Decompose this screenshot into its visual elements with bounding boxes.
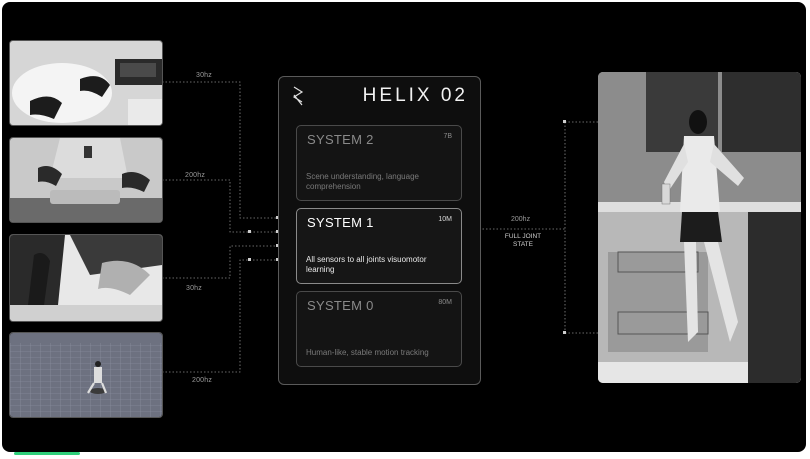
wire-input-1	[162, 81, 278, 219]
panel-title: HELIX 02	[362, 85, 468, 106]
robot-kitchen-image	[598, 72, 801, 383]
input-simulation-grid	[9, 332, 163, 418]
input-camera-grasp	[9, 234, 163, 322]
input-4-rate: 200hz	[192, 377, 213, 384]
system-2-description: Scene understanding, language comprehens…	[306, 172, 419, 191]
wire-input-3	[162, 245, 278, 279]
system-1-name: SYSTEM 1	[307, 215, 374, 230]
helix-panel: HELIX 02 SYSTEM 2 7B Scene understanding…	[278, 76, 481, 385]
input-3-rate: 30hz	[186, 285, 202, 292]
wire-input-2	[162, 179, 278, 233]
system-1-size: 10M	[438, 216, 452, 223]
system-1-card: SYSTEM 1 10M All sensors to all joints v…	[296, 208, 462, 284]
system-0-description: Human-like, stable motion tracking	[306, 348, 429, 357]
system-0-card: SYSTEM 0 80M Human-like, stable motion t…	[296, 291, 462, 367]
progress-accent-bar	[14, 452, 80, 455]
system-0-name: SYSTEM 0	[307, 298, 374, 313]
input-2-rate: 200hz	[185, 172, 206, 179]
input-camera-kitchen	[9, 40, 163, 126]
output-label: FULL JOINT STATE	[504, 233, 542, 248]
wire-input-4	[162, 259, 278, 373]
input-camera-workbench	[9, 137, 163, 223]
system-2-size: 7B	[443, 133, 452, 140]
system-0-size: 80M	[438, 299, 452, 306]
helix-logo-icon	[292, 86, 304, 106]
system-2-card: SYSTEM 2 7B Scene understanding, languag…	[296, 125, 462, 201]
output-rate: 200hz	[511, 216, 531, 223]
system-2-name: SYSTEM 2	[307, 132, 374, 147]
system-1-description: All sensors to all joints visuomotor lea…	[306, 255, 427, 274]
input-1-rate: 30hz	[196, 72, 212, 79]
